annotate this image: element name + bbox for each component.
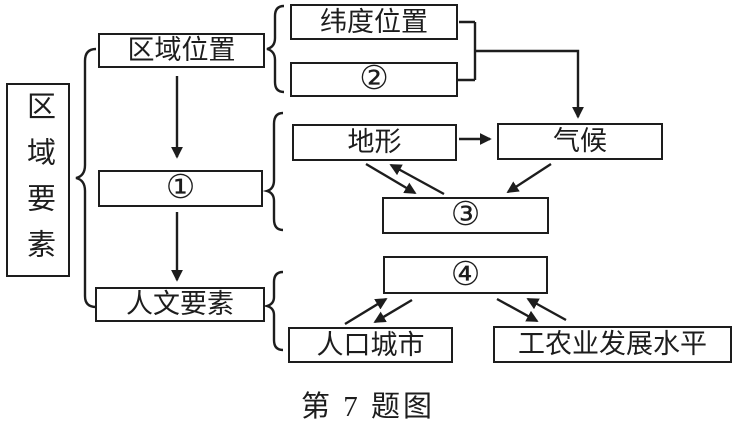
brace-human: [262, 270, 284, 352]
node-blank-1: ①: [98, 170, 263, 207]
arrow-blank3-to-terrain: [389, 163, 445, 196]
node-blank-3: ③: [382, 197, 549, 234]
figure-caption: 第 7 题图: [300, 391, 435, 423]
brace-blank1: [262, 111, 284, 232]
arrow-industry-to-blank4: [526, 297, 567, 322]
arrow-bracket-to-climate: [475, 49, 584, 119]
node-population-cities: 人口城市: [288, 327, 453, 363]
brace-root: [75, 47, 97, 309]
node-region-elements: 区域要素: [6, 83, 70, 277]
node-blank-4: ④: [383, 256, 548, 294]
node-industry-agriculture-level: 工农业发展水平: [493, 326, 732, 363]
arrow-blank4-to-industry: [496, 297, 539, 323]
node-terrain: 地形: [292, 124, 457, 161]
brace-location: [266, 4, 285, 94]
arrow-terrain-to-blank3: [365, 162, 417, 195]
node-latitude-location: 纬度位置: [290, 4, 458, 40]
node-blank-2: ②: [290, 62, 458, 97]
connector-latitude-blank2: [458, 20, 477, 82]
arrow-climate-to-blank3: [506, 162, 552, 194]
arrow-population-to-blank4: [344, 297, 388, 326]
node-human-elements: 人文要素: [95, 287, 265, 322]
node-region-location: 区域位置: [98, 33, 265, 68]
node-climate: 气候: [497, 123, 663, 160]
arrow-blank4-to-population: [373, 298, 413, 324]
